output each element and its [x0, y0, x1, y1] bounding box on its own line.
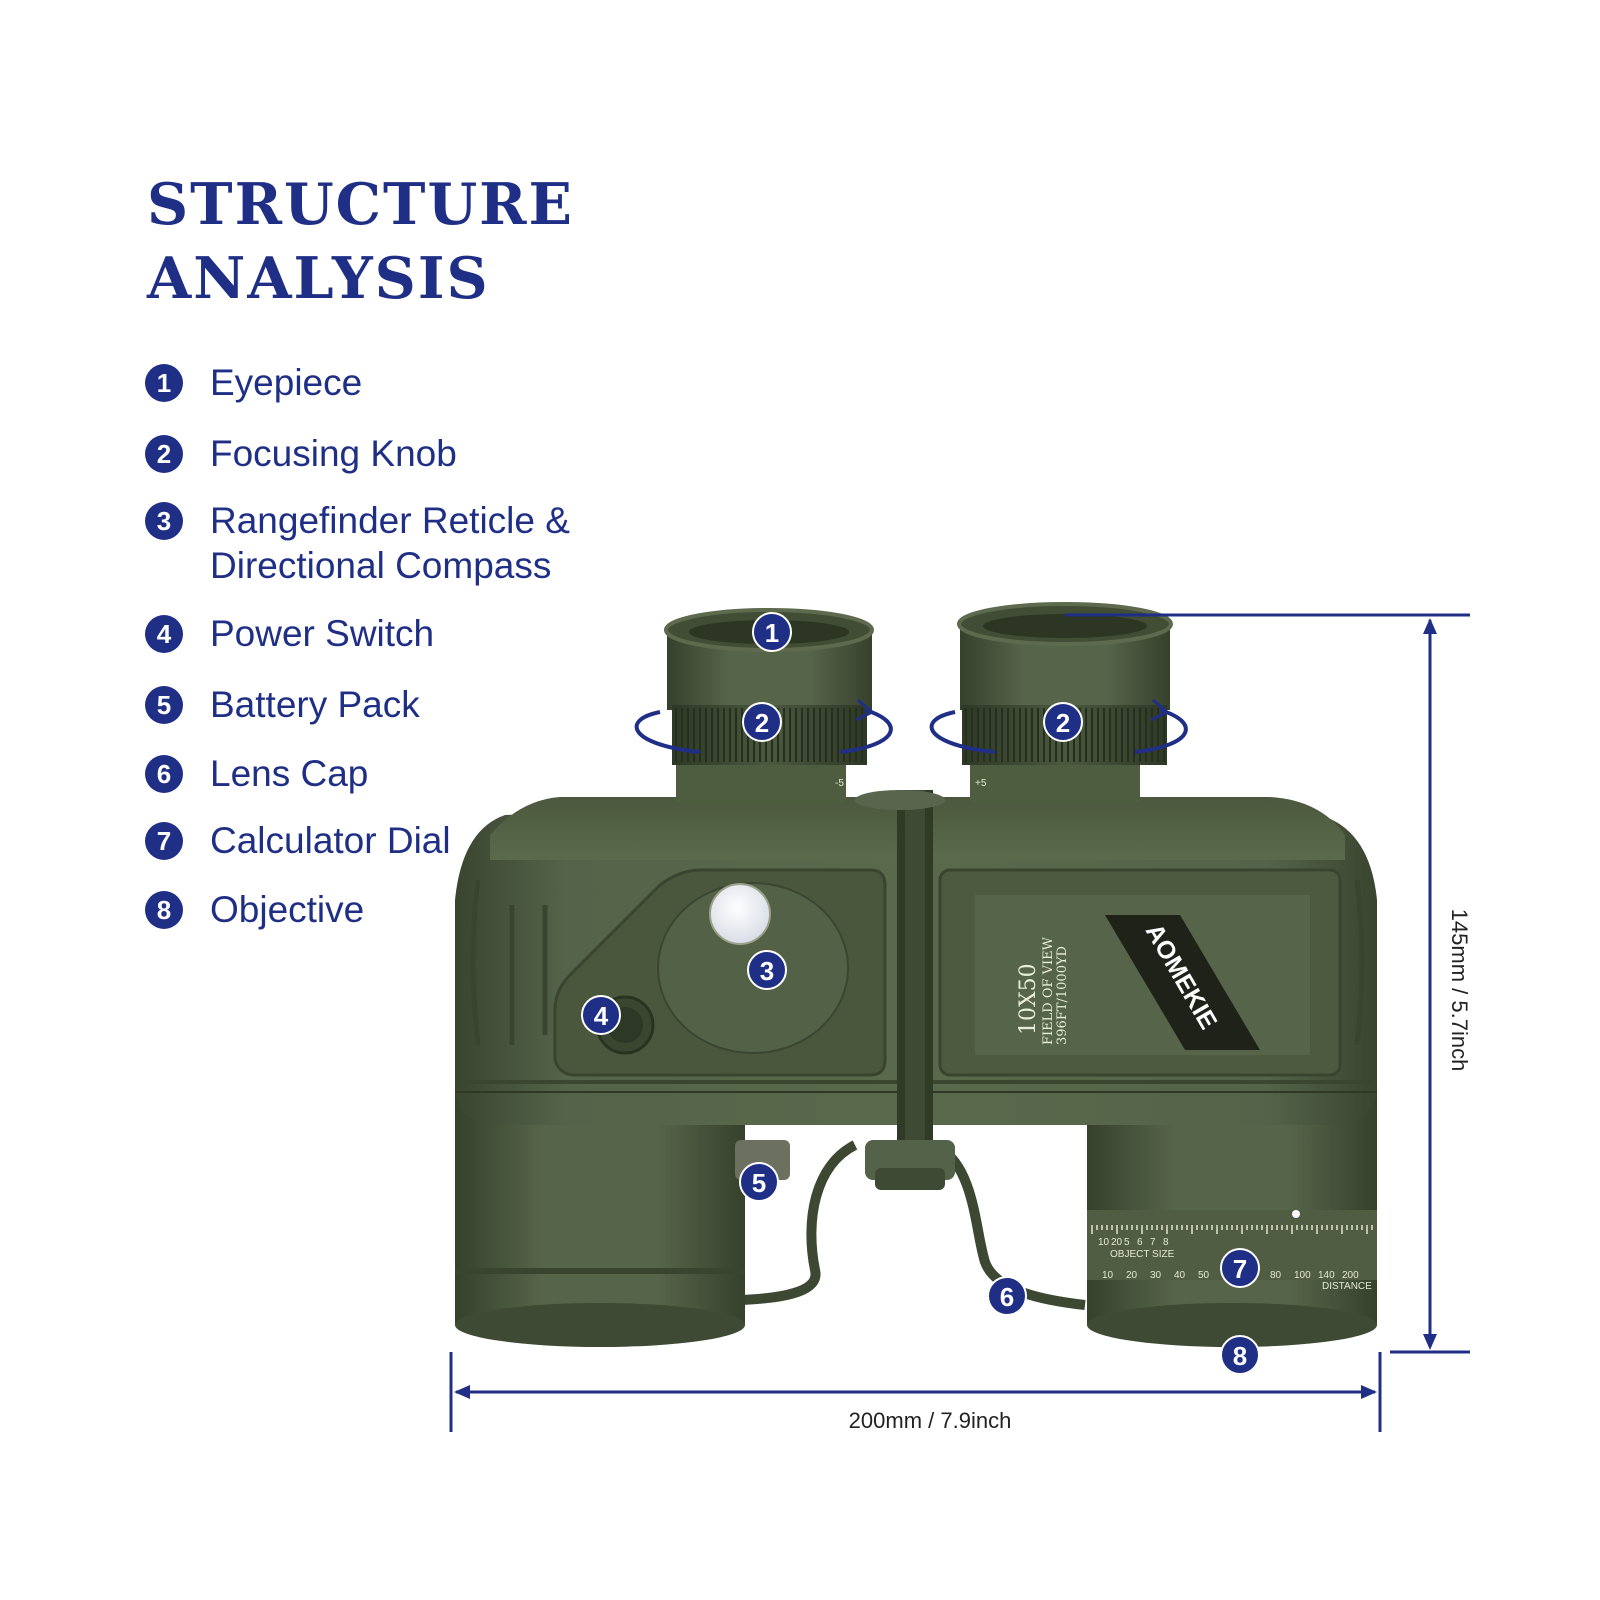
rotation-arrow-left: [634, 698, 893, 754]
brand-badge: [1105, 915, 1260, 1050]
lens-cap-strap: [739, 1140, 858, 1305]
fov-label: FIELD OF VIEW: [1041, 936, 1056, 1045]
dial-bottom-number: 200: [1342, 1270, 1359, 1281]
svg-text:4: 4: [594, 1001, 609, 1031]
svg-text:3: 3: [760, 956, 774, 986]
svg-text:6: 6: [1000, 1282, 1014, 1312]
dial-bottom-number: 140: [1318, 1270, 1335, 1281]
height-dimension: [1065, 613, 1470, 1354]
feature-label: Calculator Dial: [210, 820, 451, 861]
dial-bottom-number: 30: [1150, 1270, 1162, 1281]
callout-7-badge: 7: [1220, 1248, 1260, 1288]
callout-6-badge: 6: [987, 1276, 1027, 1316]
model-label: 10X50: [1016, 963, 1041, 1035]
feature-number-badge: 7: [145, 822, 183, 860]
feature-label: Lens Cap: [210, 753, 369, 794]
svg-text:8: 8: [1233, 1341, 1247, 1371]
dial-top-number: 20: [1111, 1237, 1123, 1248]
fov-value: 396FT/1000YD: [1055, 946, 1070, 1045]
feature-number-badge: 6: [145, 755, 183, 793]
dial-distance-label: DISTANCE: [1322, 1281, 1372, 1292]
svg-text:1: 1: [765, 618, 779, 648]
width-dimension: [449, 1352, 1382, 1432]
feature-label-line-2: Directional Compass: [210, 545, 552, 586]
dial-bottom-number: 80: [1270, 1270, 1282, 1281]
callout-5-badge: 5: [739, 1162, 779, 1202]
callout-2-left-badge: 2: [742, 702, 782, 742]
callout-8-badge: 8: [1220, 1335, 1260, 1375]
callout-1-badge: 1: [752, 612, 792, 652]
feature-number-badge: 3: [145, 502, 183, 540]
dial-bottom-number: 20: [1126, 1270, 1138, 1281]
svg-text:7: 7: [1233, 1254, 1247, 1284]
svg-text:5: 5: [752, 1168, 766, 1198]
heading-line-2: ANALYSIS: [147, 245, 490, 312]
feature-number-badge: 1: [145, 364, 183, 402]
callout-badges: 1 2 2 3 4 5 6 7 8: [581, 612, 1260, 1375]
feature-label: Battery Pack: [210, 684, 420, 725]
feature-number-badge: 5: [145, 686, 183, 724]
dial-object-size-label: OBJECT SIZE: [1110, 1249, 1175, 1260]
feature-label: Rangefinder Reticle &: [210, 500, 570, 541]
callout-2-right-badge: 2: [1043, 702, 1083, 742]
feature-number-badge: 8: [145, 891, 183, 929]
dial-bottom-number: 50: [1198, 1270, 1210, 1281]
dial-top-number: 5: [1124, 1237, 1130, 1248]
dial-bottom-number: 40: [1174, 1270, 1186, 1281]
feature-number-badge: 2: [145, 435, 183, 473]
feature-label: Power Switch: [210, 613, 435, 654]
diopter-minus-label: -5: [835, 778, 844, 789]
dial-top-number: 8: [1163, 1237, 1169, 1248]
feature-label: Eyepiece: [210, 362, 363, 403]
rotation-arrow-right: [929, 698, 1188, 754]
feature-number-badge: 4: [145, 615, 183, 653]
svg-text:2: 2: [755, 708, 769, 738]
dial-top-number: 6: [1137, 1237, 1143, 1248]
diopter-plus-label: +5: [975, 778, 987, 789]
heading-line-1: STRUCTURE: [147, 171, 574, 238]
dial-top-number: 7: [1150, 1237, 1156, 1248]
callout-3-badge: 3: [747, 950, 787, 990]
dial-bottom-number: 100: [1294, 1270, 1311, 1281]
callout-4-badge: 4: [581, 995, 621, 1035]
dial-bottom-number: 10: [1102, 1270, 1114, 1281]
height-dimension-label: 145mm / 5.7inch: [1447, 909, 1472, 1072]
feature-label: Objective: [210, 889, 365, 930]
svg-text:2: 2: [1056, 708, 1070, 738]
feature-label: Focusing Knob: [210, 433, 457, 474]
dial-top-number: 10: [1098, 1237, 1110, 1248]
compass-light-window: [709, 883, 771, 945]
binoculars: AOMEKIE 10X50 FIELD OF VIEW 396FT/1000YD…: [455, 602, 1377, 1347]
width-dimension-label: 200mm / 7.9inch: [849, 1408, 1012, 1433]
